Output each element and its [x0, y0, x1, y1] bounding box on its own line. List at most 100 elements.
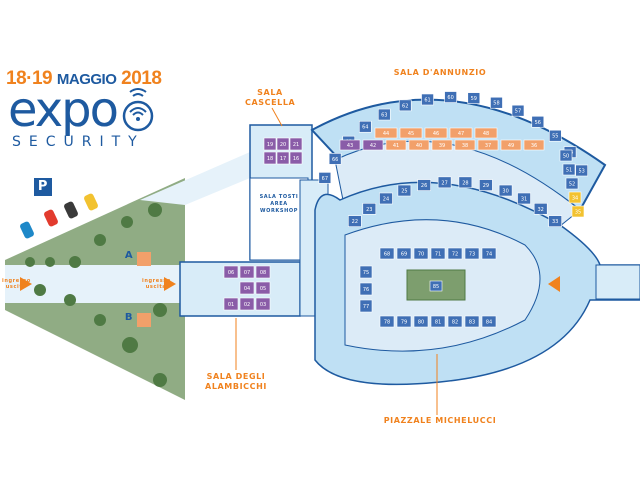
stand-03[interactable]: 03 — [255, 297, 271, 311]
stand-67[interactable]: 67 — [318, 172, 332, 184]
stand-45[interactable]: 45 — [399, 127, 423, 139]
stand-73[interactable]: 73 — [464, 247, 480, 260]
stand-48[interactable]: 48 — [474, 127, 498, 139]
stand-78[interactable]: 78 — [379, 315, 395, 328]
stand-18[interactable]: 18 — [263, 151, 277, 165]
stand-53[interactable]: 53 — [575, 164, 588, 177]
stand-52[interactable]: 52 — [565, 177, 579, 190]
stand-number: 78 — [384, 320, 390, 326]
stand-69[interactable]: 69 — [396, 247, 412, 260]
label-zone-a: A — [124, 250, 134, 261]
stand-41[interactable]: 41 — [385, 139, 407, 151]
stand-number: 51 — [566, 168, 572, 174]
stand-number: 35 — [575, 210, 581, 216]
trees — [25, 203, 167, 387]
stand-44[interactable]: 44 — [374, 127, 398, 139]
stand-number: 84 — [486, 320, 492, 326]
stand-07[interactable]: 07 — [239, 265, 255, 279]
stand-49[interactable]: 49 — [500, 139, 522, 151]
stand-58[interactable]: 58 — [490, 96, 503, 109]
stand-01[interactable]: 01 — [223, 297, 239, 311]
stand-19[interactable]: 19 — [263, 137, 277, 151]
stand-51[interactable]: 51 — [562, 163, 576, 176]
stand-28[interactable]: 28 — [458, 176, 473, 189]
stand-38[interactable]: 38 — [454, 139, 476, 151]
stand-number: 40 — [416, 143, 422, 149]
stand-number: 28 — [462, 180, 468, 186]
stand-68[interactable]: 68 — [379, 247, 395, 260]
event-days: 18·19 — [6, 68, 53, 89]
stand-number: 34 — [572, 196, 578, 202]
stand-number: 55 — [552, 134, 558, 140]
stand-55[interactable]: 55 — [549, 129, 562, 142]
stand-85[interactable]: 85 — [429, 280, 443, 292]
stand-77[interactable]: 77 — [359, 299, 373, 313]
stand-75[interactable]: 75 — [359, 265, 373, 279]
stand-72[interactable]: 72 — [447, 247, 463, 260]
stand-number: 75 — [363, 270, 369, 276]
stand-47[interactable]: 47 — [449, 127, 473, 139]
stand-21[interactable]: 21 — [289, 137, 303, 151]
stand-27[interactable]: 27 — [437, 176, 452, 189]
stand-33[interactable]: 33 — [548, 215, 562, 227]
stand-22[interactable]: 22 — [348, 215, 362, 227]
stand-number: 03 — [260, 302, 266, 308]
stand-23[interactable]: 23 — [362, 202, 377, 215]
stand-36[interactable]: 36 — [523, 139, 545, 151]
stand-61[interactable]: 61 — [421, 93, 434, 106]
stand-37[interactable]: 37 — [477, 139, 499, 151]
sala-tosti-room — [249, 177, 309, 261]
stand-60[interactable]: 60 — [444, 91, 457, 103]
stand-66[interactable]: 66 — [328, 153, 342, 165]
stand-70[interactable]: 70 — [413, 247, 429, 260]
stand-82[interactable]: 82 — [447, 315, 463, 328]
stand-32[interactable]: 32 — [533, 202, 548, 215]
stand-06[interactable]: 06 — [223, 265, 239, 279]
stand-number: 62 — [402, 103, 408, 109]
stand-80[interactable]: 80 — [413, 315, 429, 328]
stand-02[interactable]: 02 — [239, 297, 255, 311]
zone-b-marker — [137, 313, 151, 327]
stand-83[interactable]: 83 — [464, 315, 480, 328]
stand-42[interactable]: 42 — [362, 139, 384, 151]
stand-04[interactable]: 04 — [239, 281, 255, 295]
stand-26[interactable]: 26 — [417, 179, 431, 191]
stand-number: 38 — [462, 143, 468, 149]
stand-30[interactable]: 30 — [498, 184, 513, 197]
stand-71[interactable]: 71 — [430, 247, 446, 260]
stand-24[interactable]: 24 — [379, 192, 393, 205]
stand-59[interactable]: 59 — [467, 92, 481, 104]
stand-84[interactable]: 84 — [481, 315, 497, 328]
stand-number: 37 — [485, 143, 491, 149]
stand-05[interactable]: 05 — [255, 281, 271, 295]
stand-76[interactable]: 76 — [359, 282, 373, 296]
stand-number: 72 — [452, 252, 458, 258]
leader-cascella — [271, 107, 283, 127]
stand-56[interactable]: 56 — [531, 115, 545, 128]
stand-08[interactable]: 08 — [255, 265, 271, 279]
stand-40[interactable]: 40 — [408, 139, 430, 151]
stand-46[interactable]: 46 — [424, 127, 448, 139]
stand-63[interactable]: 63 — [377, 108, 391, 121]
entrance-arrow-right — [548, 276, 560, 292]
stand-16[interactable]: 16 — [289, 151, 303, 165]
stand-64[interactable]: 64 — [358, 120, 372, 133]
zone-a-marker — [137, 252, 151, 266]
stand-57[interactable]: 57 — [511, 104, 525, 117]
stand-20[interactable]: 20 — [276, 137, 290, 151]
stand-number: 69 — [401, 252, 407, 258]
stand-81[interactable]: 81 — [430, 315, 446, 328]
stand-31[interactable]: 31 — [517, 192, 531, 205]
stand-74[interactable]: 74 — [481, 247, 497, 260]
stand-62[interactable]: 62 — [398, 99, 412, 112]
stand-17[interactable]: 17 — [276, 151, 290, 165]
stand-25[interactable]: 25 — [397, 184, 412, 197]
stand-79[interactable]: 79 — [396, 315, 412, 328]
stand-35[interactable]: 35 — [571, 205, 585, 218]
stand-34[interactable]: 34 — [568, 191, 582, 204]
stand-29[interactable]: 29 — [479, 179, 493, 191]
stand-39[interactable]: 39 — [431, 139, 453, 151]
label-sala-alambicchi-line1: SALA DEGLI — [206, 372, 266, 381]
stand-43[interactable]: 43 — [339, 139, 361, 151]
stand-50[interactable]: 50 — [559, 149, 573, 162]
